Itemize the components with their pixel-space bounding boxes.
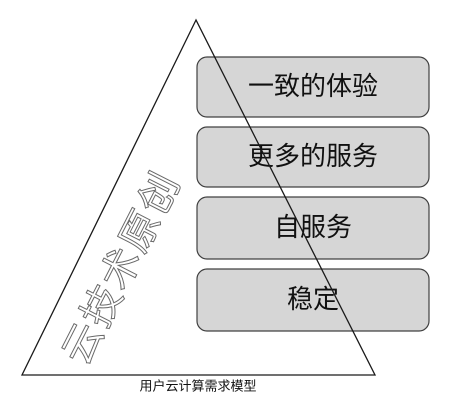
layer-label-self-service: 自服务 — [274, 213, 352, 243]
layer-label-stable: 稳定 — [287, 285, 339, 315]
diagram-caption: 用户云计算需求模型 — [139, 379, 256, 395]
layer-box-more-services: 更多的服务 — [196, 126, 430, 188]
layer-label-more-services: 更多的服务 — [248, 142, 378, 172]
pyramid-triangle-outline — [20, 18, 377, 376]
layer-box-self-service: 自服务 — [196, 196, 430, 260]
layer-box-stable: 稳定 — [196, 268, 430, 332]
layer-label-consistent-experience: 一致的体验 — [248, 72, 378, 102]
layer-box-consistent-experience: 一致的体验 — [196, 56, 430, 118]
